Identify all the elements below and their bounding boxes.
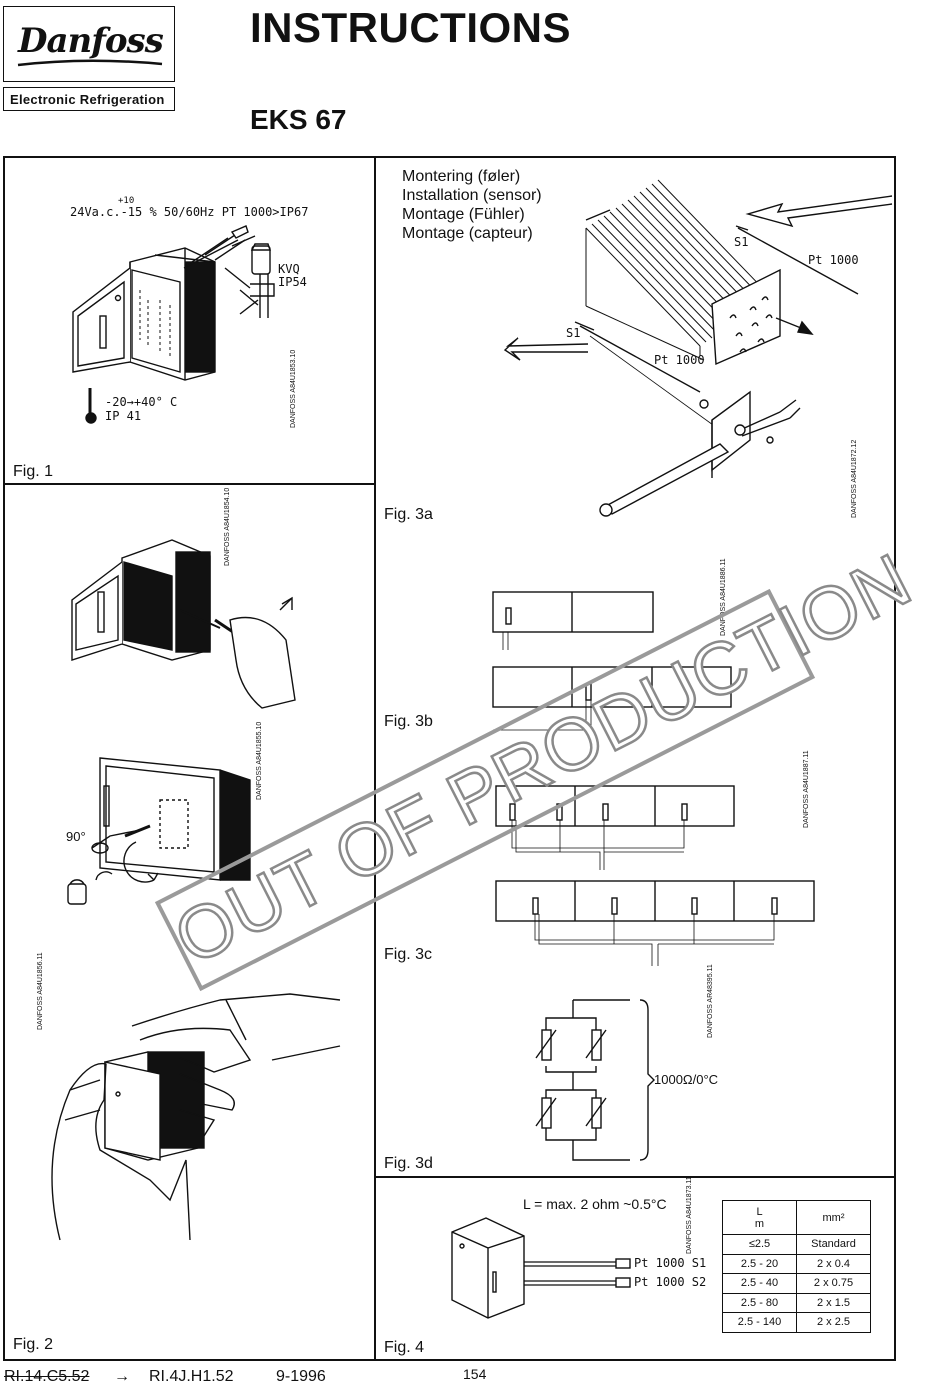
footer-old-reference: RI.14.C5.52: [4, 1368, 90, 1385]
fig2-drawing-code-b: DANFOSS A84U1855.10: [256, 721, 263, 800]
fig1-tolerance-top: +10: [118, 196, 135, 206]
fig3c-drawing-code: DANFOSS A84U1887.11: [803, 750, 810, 828]
division-label: Electronic Refrigeration: [3, 87, 175, 111]
fig2-label: Fig. 2: [13, 1336, 54, 1353]
fig2-drawing-code-c: DANFOSS A84U1856.11: [37, 952, 44, 1030]
fig3d-resistor-network: [535, 999, 655, 1161]
install-line-de: Montage (Fühler): [402, 206, 525, 223]
table-cell-length: 2.5 - 140: [722, 1312, 797, 1333]
fig1-supply-spec: 24Va.c.-15 % 50/60Hz PT 1000>IP67: [70, 205, 309, 219]
fig3c-sensor-positions: [495, 785, 815, 966]
fig3b-sensor-positions: [492, 591, 732, 731]
fig2-lock-drawing: [67, 757, 251, 905]
fig1-ip-rating: IP 41: [105, 409, 142, 423]
table-cell-area: 2 x 1.5: [796, 1292, 871, 1313]
table-header-area: mm²: [796, 1200, 871, 1235]
fig1-valve-name: KVQ: [278, 262, 300, 276]
table-header-length-symbol: L: [756, 1205, 763, 1218]
fig3a-sensor-bottom: S1: [566, 326, 581, 340]
model-title: EKS 67: [250, 104, 347, 135]
logo-swoosh-icon: [17, 59, 163, 67]
fig2-open-door-drawing: [71, 539, 296, 709]
table-row: 2.5 - 140 2 x 2.5: [722, 1312, 871, 1333]
fig4-controller-drawing: [451, 1217, 631, 1319]
fig3a-sensor-top-type: Pt 1000: [808, 253, 859, 267]
install-line-da: Montering (føler): [402, 168, 521, 185]
footer-date: 9-1996: [276, 1368, 326, 1385]
table-row: ≤2.5 Standard: [722, 1234, 871, 1255]
fig3d-drawing-code: DANFOSS AR48395.11: [707, 964, 714, 1038]
fig3a-label: Fig. 3a: [384, 506, 433, 523]
table-cell-area: Standard: [796, 1234, 871, 1255]
frame-divider-left: [3, 483, 376, 485]
table-cell-area: 2 x 2.5: [796, 1312, 871, 1333]
fig4-drawing-code: DANFOSS A84U1873.11: [686, 1176, 693, 1254]
brand-logo: Danfoss: [3, 6, 175, 82]
fig4-probe-2: Pt 1000 S2: [634, 1275, 707, 1289]
fig3a-sensor-bottom-type: Pt 1000: [654, 353, 705, 367]
table-cell-length: 2.5 - 80: [722, 1292, 797, 1313]
page-title: INSTRUCTIONS: [250, 4, 571, 51]
frame-divider-right: [374, 1176, 896, 1178]
fig1-drawing-code: DANFOSS A84U1853.10: [290, 349, 297, 428]
fig4-cable-note: L = max. 2 ohm ~0.5°C: [523, 1196, 667, 1212]
table-cell-area: 2 x 0.75: [796, 1273, 871, 1294]
table-cell-length: ≤2.5: [722, 1234, 797, 1255]
install-line-en: Installation (sensor): [402, 187, 542, 204]
fig2-drawing-code-a: DANFOSS A84U1854.10: [224, 487, 231, 566]
table-header-row: L m mm²: [722, 1200, 871, 1235]
fig4-probe-1: Pt 1000 S1: [634, 1256, 707, 1270]
fig4-label: Fig. 4: [384, 1339, 425, 1356]
table-row: 2.5 - 40 2 x 0.75: [722, 1273, 871, 1294]
table-cell-length: 2.5 - 20: [722, 1253, 797, 1274]
fig1-label: Fig. 1: [13, 463, 54, 480]
fig3d-resistance: 1000Ω/0°C: [654, 1072, 719, 1087]
cable-size-table: L m mm² ≤2.5 Standard 2.5 - 20 2 x 0.4 2…: [722, 1200, 871, 1333]
table-row: 2.5 - 20 2 x 0.4: [722, 1253, 871, 1274]
footer-page-number: 154: [463, 1366, 487, 1382]
table-cell-area: 2 x 0.4: [796, 1253, 871, 1274]
fig3c-label: Fig. 3c: [384, 946, 433, 963]
footer-arrow: →: [114, 1368, 130, 1385]
fig3a-drawing-code: DANFOSS A84U1872.12: [851, 439, 858, 518]
brand-wordmark: Danfoss: [18, 21, 164, 61]
frame-divider-vertical: [374, 156, 376, 1361]
fig3a-evaporator-drawing: [503, 179, 893, 517]
fig2-rotation: 90°: [66, 829, 86, 844]
fig2-hands-drawing: [51, 993, 341, 1241]
table-row: 2.5 - 80 2 x 1.5: [722, 1292, 871, 1313]
table-header-length-unit: m: [754, 1217, 765, 1230]
install-line-fr: Montage (capteur): [402, 225, 533, 242]
footer-new-reference: RI.4J.H1.52: [149, 1368, 234, 1385]
fig3b-label: Fig. 3b: [384, 713, 433, 730]
table-cell-length: 2.5 - 40: [722, 1273, 797, 1294]
fig1-valve-ip: IP54: [278, 275, 307, 289]
fig3a-install-text: Montering (føler) Installation (sensor) …: [402, 167, 542, 243]
fig3a-sensor-top: S1: [734, 235, 749, 249]
fig1-controller-drawing: [72, 225, 275, 424]
fig1-temp-range: -20→+40° C: [105, 395, 178, 409]
fig3d-label: Fig. 3d: [384, 1155, 433, 1172]
figure-frame: [3, 156, 896, 1361]
table-header-length: L m: [722, 1200, 797, 1235]
